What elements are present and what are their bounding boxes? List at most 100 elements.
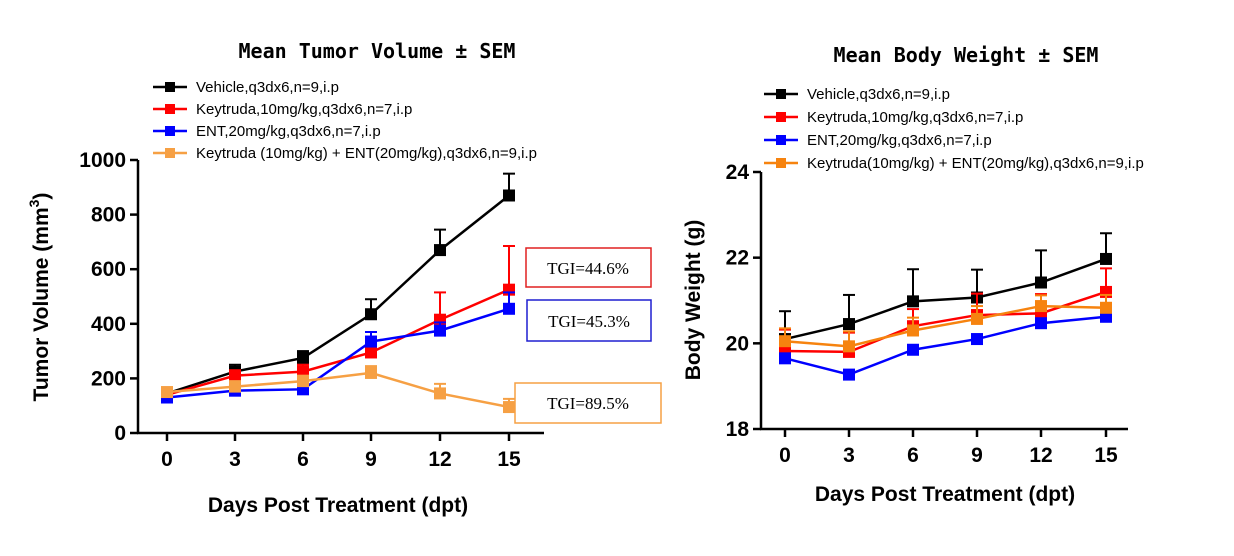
x-tick-label: 6 [907,444,919,467]
legend-marker [165,148,175,158]
legend-label: Vehicle,q3dx6,n=9,i.p [807,86,950,103]
tumor-y-label-sup: 3 [26,199,42,207]
legend-label: Keytruda(10mg/kg) + ENT(20mg/kg),q3dx6,n… [807,155,1144,172]
y-tick-label: 18 [726,418,750,441]
data-point [503,401,515,414]
legend-marker [165,126,175,136]
tumor-legend: Vehicle,q3dx6,n=9,i.pKeytruda,10mg/kg,q3… [153,79,537,162]
data-point [843,340,855,353]
tumor-x-axis-label: Days Post Treatment (dpt) [208,494,468,517]
y-tick-label: 400 [91,313,126,336]
legend-label: Keytruda (10mg/kg) + ENT(20mg/kg),q3dx6,… [196,145,537,162]
data-point [843,368,855,381]
series-line [166,194,510,395]
tgi-annotation-combo: TGI=89.5% [514,382,662,424]
data-point [1100,252,1112,265]
data-point [229,380,241,393]
weight-x-axis-label: Days Post Treatment (dpt) [815,483,1075,506]
data-point [907,295,919,308]
tgi-annotation-ent: TGI=45.3% [526,299,652,342]
y-tick-label: 0 [114,422,126,445]
legend-marker [776,158,786,168]
tgi-box-ent [526,299,652,342]
x-tick-label: 3 [229,448,241,471]
data-point [779,352,791,365]
y-tick-label: 1000 [79,149,126,172]
data-point [1035,300,1047,313]
series-line [166,371,510,409]
data-point [779,335,791,348]
data-point [229,369,241,382]
x-tick-label: 15 [497,448,521,471]
x-tick-label: 0 [779,444,791,467]
tgi-label-combo: TGI=89.5% [547,394,629,413]
weight-y-ticks: 18 20 22 24 [726,161,761,441]
data-point [297,365,309,378]
legend-marker [776,89,786,99]
y-tick-label: 200 [91,367,126,390]
data-point [1035,276,1047,289]
tumor-y-label-close: ) [30,193,53,200]
legend-marker [776,135,786,145]
series-line [784,315,1107,376]
series-line [166,288,510,396]
series-2 [779,310,1112,381]
legend-marker [165,82,175,92]
tumor-y-ticks: 0 200 400 600 800 1000 [79,149,138,445]
legend-label: ENT,20mg/kg,q3dx6,n=7,i.p [807,132,992,149]
x-tick-label: 12 [428,448,451,471]
legend-marker [776,112,786,122]
data-point [365,366,377,379]
x-tick-label: 12 [1029,444,1052,467]
y-tick-label: 800 [91,204,126,227]
y-tick-label: 600 [91,258,126,281]
y-tick-label: 22 [726,247,749,270]
weight-legend: Vehicle,q3dx6,n=9,i.pKeytruda,10mg/kg,q3… [764,86,1144,172]
body-weight-chart: Mean Body Weight ± SEM Vehicle,q3dx6,n=9… [682,43,1144,506]
series-line [784,304,1107,348]
data-point [1035,317,1047,330]
data-point [365,346,377,359]
tgi-box-keytruda [525,247,652,288]
data-point [434,244,446,257]
data-point [503,302,515,315]
x-tick-label: 3 [843,444,855,467]
tgi-label-ent: TGI=45.3% [548,312,630,331]
data-point [907,343,919,356]
y-tick-label: 20 [726,332,749,355]
tumor-y-label-main: Tumor Volume (mm [30,207,53,401]
data-point [503,189,515,202]
tumor-volume-chart: Mean Tumor Volume ± SEM Vehicle,q3dx6,n=… [26,39,662,517]
data-point [434,387,446,400]
data-point [434,324,446,337]
legend-label: Keytruda,10mg/kg,q3dx6,n=7,i.p [807,109,1023,126]
legend-label: Vehicle,q3dx6,n=9,i.p [196,79,339,96]
tumor-plot-area [161,172,515,414]
tumor-y-axis-label: Tumor Volume (mm3) [26,193,53,402]
data-point [843,318,855,331]
series-3 [161,365,515,414]
tgi-annotation-keytruda: TGI=44.6% [525,247,652,288]
x-tick-label: 6 [297,448,309,471]
series-line [784,257,1107,341]
data-point [907,324,919,337]
y-tick-label: 24 [726,161,750,184]
tgi-box-combo [514,382,662,424]
data-point [297,351,309,364]
data-point [365,308,377,321]
x-tick-label: 9 [971,444,983,467]
data-point [971,312,983,325]
x-tick-label: 9 [365,448,377,471]
data-point [297,375,309,388]
data-point [971,333,983,346]
x-tick-label: 0 [161,448,173,471]
series-line [166,307,510,399]
series-0 [779,232,1112,346]
tumor-x-ticks: 0 3 6 9 12 15 [161,433,521,471]
weight-plot-area [779,232,1112,381]
series-3 [779,293,1112,353]
tumor-chart-title: Mean Tumor Volume ± SEM [239,39,516,63]
series-line [784,290,1107,354]
